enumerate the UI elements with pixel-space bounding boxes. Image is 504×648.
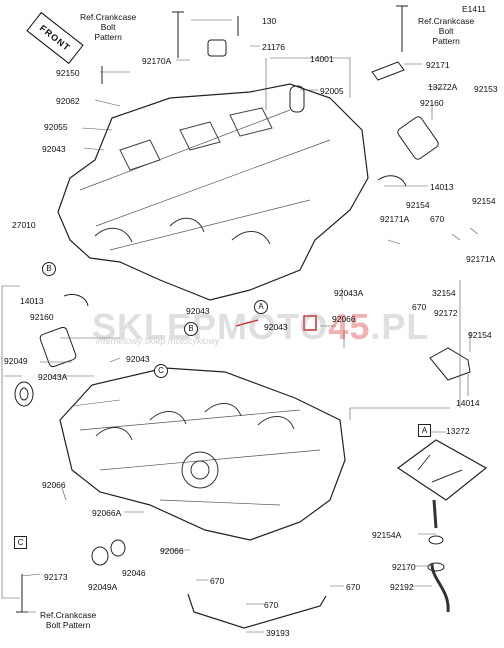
part-label-92171A-b: 92171A xyxy=(466,254,496,264)
diagram-code: E1411 xyxy=(462,4,486,14)
part-label-92154-c: 92154 xyxy=(468,330,492,340)
part-label-92055: 92055 xyxy=(44,122,68,132)
part-label-92005: 92005 xyxy=(320,86,344,96)
part-label-92150: 92150 xyxy=(56,68,80,78)
part-label-670-e: 670 xyxy=(264,600,279,610)
part-label-92043A-left: 92043A xyxy=(38,372,68,382)
seal-lower xyxy=(91,546,109,566)
part-label-14013-left: 14013 xyxy=(20,296,44,306)
part-label-32154: 32154 xyxy=(432,288,456,298)
part-label-92170A: 92170A xyxy=(142,56,172,66)
part-label-21176: 21176 xyxy=(262,42,286,52)
part-label-27010: 27010 xyxy=(12,220,36,230)
part-label-14014: 14014 xyxy=(456,398,480,408)
part-label-92049A: 92049A xyxy=(88,582,118,592)
part-label-92170: 92170 xyxy=(392,562,416,572)
highlight-92043 xyxy=(303,315,317,331)
part-label-92066-mid: 92066 xyxy=(332,314,356,324)
part-label-130: 130 xyxy=(262,16,277,26)
part-label-92062: 92062 xyxy=(56,96,80,106)
part-label-92192: 92192 xyxy=(390,582,414,592)
part-label-39193: 39193 xyxy=(266,628,290,638)
marker-a-square: A xyxy=(418,424,431,437)
part-label-92049: 92049 xyxy=(4,356,28,366)
watermark-tagline: internetowy sklep motocyklowy xyxy=(96,336,220,346)
highlight-dowel xyxy=(235,319,259,327)
filter-right xyxy=(397,116,439,160)
oil-hose xyxy=(430,499,450,613)
ref-crankcase-bolt-pattern-top-left: Ref.Crankcase Bolt Pattern xyxy=(80,12,137,42)
part-label-92160-left: 92160 xyxy=(30,312,54,322)
part-label-92171A-a: 92171A xyxy=(380,214,410,224)
part-label-92171: 92171 xyxy=(426,60,450,70)
part-label-92066-bottom: 92066 xyxy=(160,546,184,556)
part-label-670-d: 670 xyxy=(346,582,361,592)
part-label-92172: 92172 xyxy=(434,308,458,318)
part-label-92046: 92046 xyxy=(122,568,146,578)
part-label-14001: 14001 xyxy=(310,54,334,64)
marker-c: C xyxy=(154,364,168,378)
marker-b: B xyxy=(42,262,56,276)
marker-c-square: C xyxy=(14,536,27,549)
part-label-13272: 13272 xyxy=(446,426,470,436)
part-label-92043-lower: 92043 xyxy=(126,354,150,364)
part-label-92160-top: 92160 xyxy=(420,98,444,108)
oil-seal xyxy=(14,381,34,407)
ref-crankcase-bolt-pattern-bottom-left: Ref.Crankcase Bolt Pattern xyxy=(40,610,97,630)
part-label-13272A: 13272A xyxy=(428,82,458,92)
marker-a: A xyxy=(254,300,268,314)
part-label-670-b: 670 xyxy=(412,302,427,312)
part-label-92066-left: 92066 xyxy=(42,480,66,490)
part-label-92043-mid: 92043 xyxy=(186,306,210,316)
part-label-14013-top: 14013 xyxy=(430,182,454,192)
part-label-92154A: 92154A xyxy=(372,530,402,540)
marker-b-2: B xyxy=(184,322,198,336)
oil-pan xyxy=(396,439,488,501)
ref-crankcase-bolt-pattern-top-right: Ref.Crankcase Bolt Pattern xyxy=(418,16,475,46)
part-label-92043-red: 92043 xyxy=(264,322,288,332)
part-label-92043-top: 92043 xyxy=(42,144,66,154)
lower-crankcase xyxy=(59,367,346,541)
upper-crankcase xyxy=(57,83,369,301)
part-label-670-c: 670 xyxy=(210,576,225,586)
part-label-670-a: 670 xyxy=(430,214,445,224)
part-label-92043A-right: 92043A xyxy=(334,288,364,298)
part-label-92154-a: 92154 xyxy=(406,200,430,210)
filter-left xyxy=(39,326,77,368)
part-label-92173: 92173 xyxy=(44,572,68,582)
part-label-92153: 92153 xyxy=(474,84,498,94)
part-label-92066A: 92066A xyxy=(92,508,122,518)
part-label-92154-b: 92154 xyxy=(472,196,496,206)
